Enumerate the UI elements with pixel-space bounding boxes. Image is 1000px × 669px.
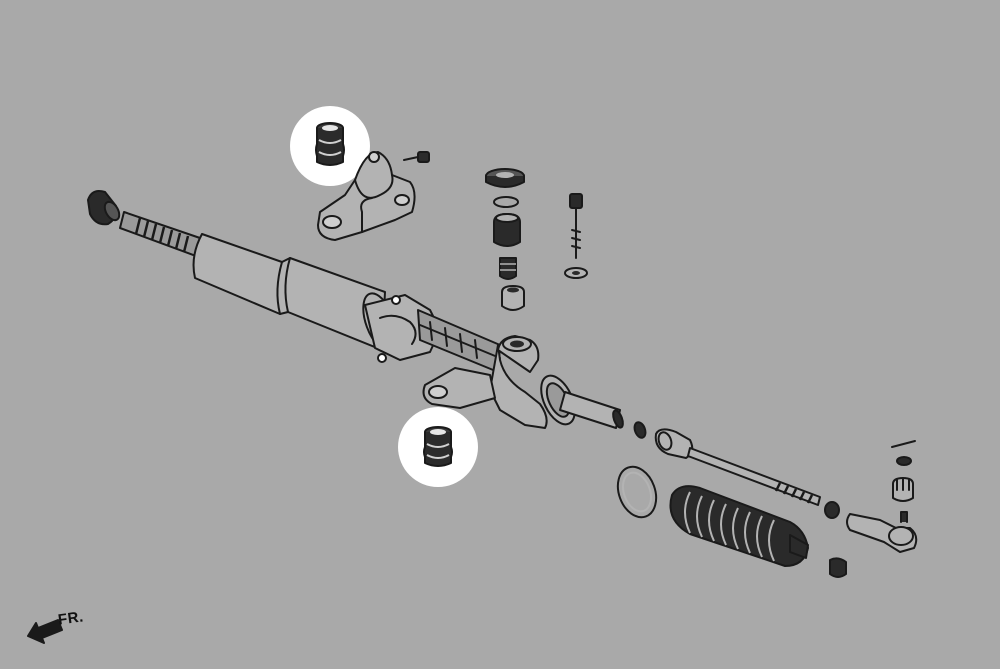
pinion-nut-stack	[485, 168, 525, 311]
castle-nut-stack	[891, 440, 916, 502]
bushing-icon	[315, 122, 345, 166]
boot-small-clamp	[829, 557, 847, 578]
lock-nut	[824, 501, 840, 519]
threaded-rod-left	[119, 211, 201, 257]
pinion-housing	[417, 309, 576, 429]
rack-end-cap	[87, 190, 121, 226]
highlight-lower	[398, 407, 478, 487]
mounting-bracket	[317, 151, 416, 241]
small-bolt	[403, 151, 430, 163]
rack-housing	[192, 233, 441, 363]
steering-boot	[669, 485, 809, 567]
direction-label: FR.	[56, 608, 85, 629]
bushing-icon	[423, 426, 453, 467]
long-bolt	[564, 193, 588, 279]
tie-rod-end	[846, 511, 918, 553]
boot-clamp	[616, 465, 658, 519]
front-direction-arrow-icon	[27, 619, 63, 644]
inner-tie-rod	[654, 428, 821, 506]
highlight-upper	[290, 106, 370, 186]
rack-shaft-right	[559, 391, 624, 429]
small-ring	[633, 421, 647, 439]
